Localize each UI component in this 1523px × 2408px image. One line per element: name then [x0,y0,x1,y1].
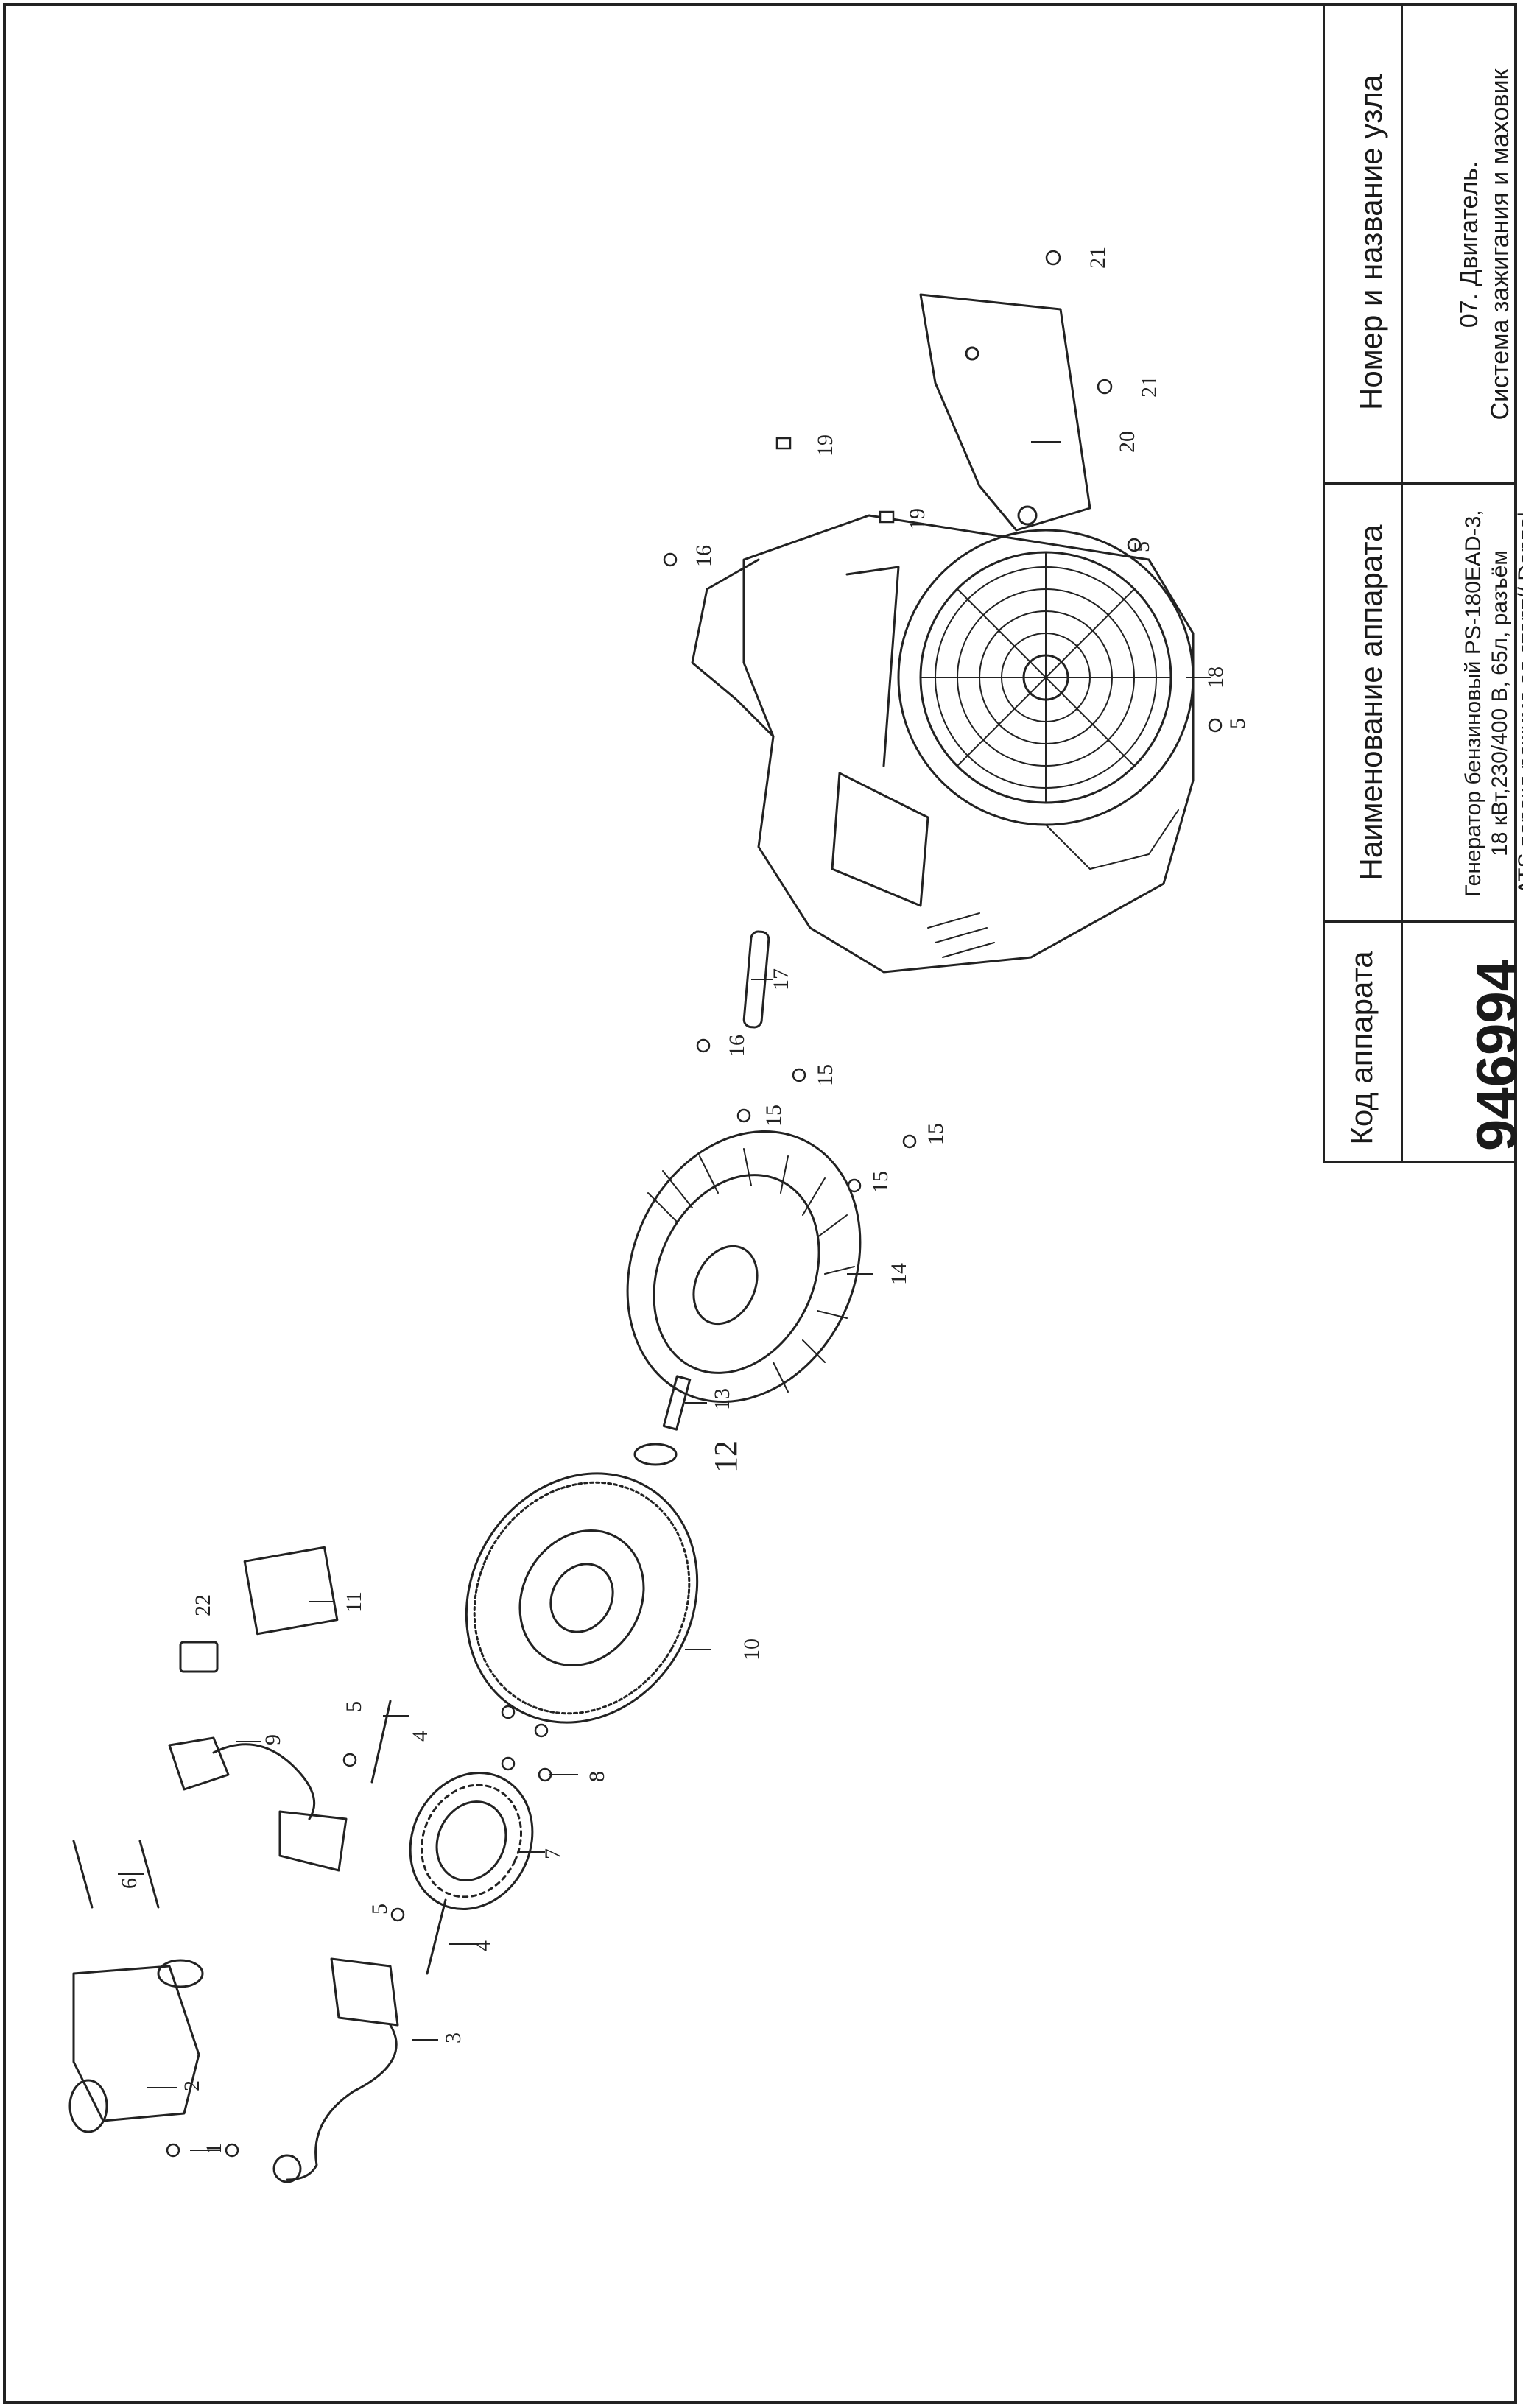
title-block-frame [1323,3,1517,1163]
starter-motor [68,1959,204,2133]
callout-21b: 21 [1137,376,1161,398]
callout-15d: 15 [868,1171,893,1193]
callout-15b: 15 [762,1105,786,1127]
ignition-coil-upper [168,1736,230,1791]
callout-14: 14 [887,1263,911,1285]
callout-4b: 4 [471,1940,495,1951]
leader-lines [118,441,1211,2151]
callout-13: 13 [710,1388,734,1410]
callout-20: 20 [1115,431,1139,453]
callout-11: 11 [342,1591,366,1613]
callout-5d: 5 [1225,718,1250,729]
washer [633,1443,678,1466]
flywheel [465,1472,699,1724]
callout-5a: 5 [342,1701,366,1712]
callout-labels: 1 2 3 4 4 5 5 5 5 6 7 8 9 10 11 12 13 14… [117,247,1250,2154]
callout-16a: 16 [725,1035,749,1057]
shroud-plate [919,293,1091,532]
callout-12: 12 [708,1440,744,1473]
bolt-long-1 [72,1840,94,1909]
callout-16b: 16 [692,545,716,567]
callout-15c: 15 [924,1123,948,1145]
callout-19a: 19 [813,434,837,457]
callout-5c: 5 [1130,541,1154,552]
callout-22: 22 [191,1594,215,1616]
bolt-4-lower [426,1898,447,1975]
small-fasteners [166,250,1223,2158]
callout-4a: 4 [408,1731,432,1742]
callout-10: 10 [739,1638,764,1661]
bolt-4-upper [370,1700,392,1784]
callout-18: 18 [1203,666,1228,689]
callout-15a: 15 [813,1064,837,1086]
blower-housing [691,514,1195,974]
stator [409,1772,534,1910]
flywheel-bolt [662,1375,692,1431]
callout-7: 7 [541,1848,565,1859]
pin [742,930,770,1029]
callout-5b: 5 [367,1904,392,1915]
flywheel-fan [626,1130,862,1403]
callout-17: 17 [769,968,793,990]
ignition-coil-lower [330,1957,399,2027]
bolt-long-2 [138,1840,160,1909]
callout-9: 9 [261,1734,285,1745]
callout-1: 1 [202,2143,226,2154]
relay [179,1641,219,1673]
sheet-border [3,3,1517,2404]
callout-19b: 19 [905,508,929,530]
callout-21a: 21 [1086,247,1110,269]
rectifier [243,1546,339,1636]
callout-3: 3 [441,2032,465,2043]
callout-8: 8 [585,1771,609,1782]
callout-6: 6 [117,1878,141,1889]
callout-2: 2 [180,2080,204,2091]
